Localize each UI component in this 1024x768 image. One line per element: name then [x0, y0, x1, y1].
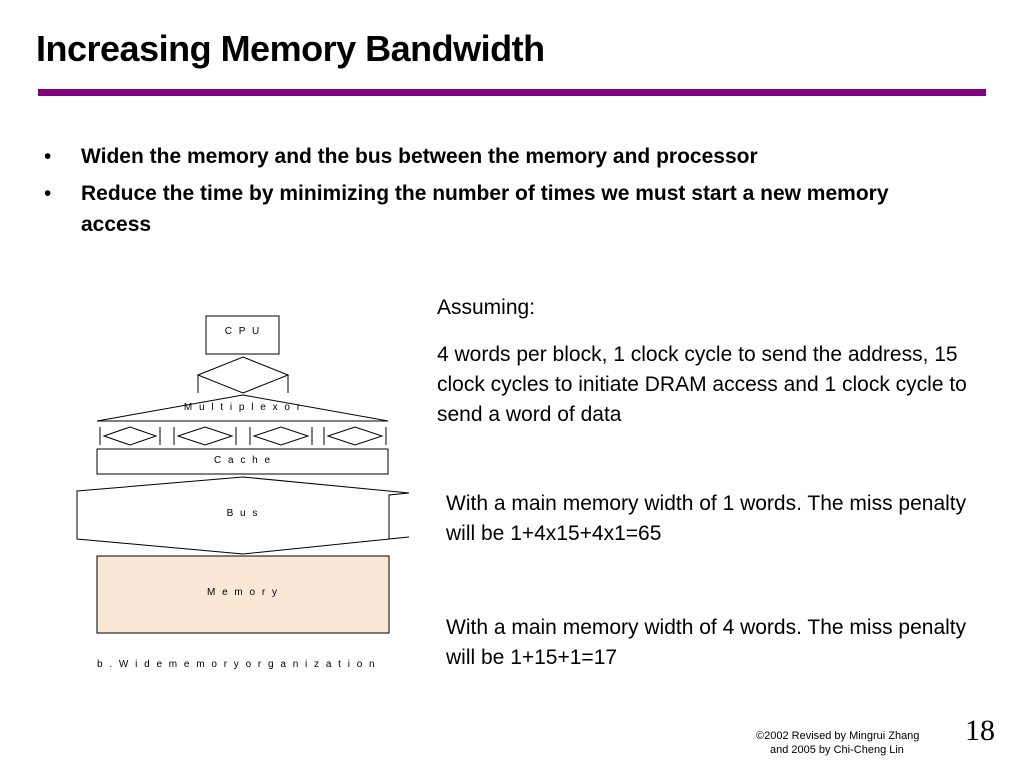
memory-label: M e m o r y [207, 587, 279, 598]
cpu-label: C P U [225, 326, 262, 337]
bullet-text: Widen the memory and the bus between the… [81, 145, 758, 168]
title-divider [38, 89, 986, 96]
cpu-box [205, 315, 280, 355]
bullet-list: • Widen the memory and the bus between t… [44, 141, 924, 246]
copyright-line: and 2005 by Chi-Cheng Lin [770, 744, 904, 756]
word-connector [102, 426, 158, 446]
bullet-text: Reduce the time by minimizing the number… [81, 182, 889, 236]
multiplexor-label: M u l t i p l e x o r [184, 402, 302, 413]
word-connector [326, 426, 384, 446]
bullet-item: • Widen the memory and the bus between t… [44, 141, 924, 172]
word-connector [252, 426, 310, 446]
page-number: 18 [965, 714, 995, 747]
multiplexor-shape [96, 394, 389, 422]
cpu-bus-connector [196, 356, 290, 394]
bus-shape [76, 476, 410, 555]
cache-box [96, 448, 389, 475]
bullet-marker: • [44, 145, 52, 168]
case-one-width-1: With a main memory width of 1 words. The… [446, 492, 967, 545]
word-connector [176, 426, 234, 446]
memory-box [96, 555, 390, 634]
slide-title: Increasing Memory Bandwidth [36, 28, 545, 69]
wide-memory-diagram: C P U M u l t i p l e x o r C a c h e B … [76, 315, 410, 670]
copyright-notice: ©2002 Revised by Mingrui Zhang and 2005 … [756, 729, 919, 757]
case-two-width-4: With a main memory width of 4 words. The… [446, 616, 967, 669]
assumptions-text: 4 words per block, 1 clock cycle to send… [437, 343, 967, 426]
bus-label: B u s [227, 508, 260, 519]
bullet-item: • Reduce the time by minimizing the numb… [44, 178, 924, 240]
assuming-label: Assuming: [437, 296, 536, 319]
copyright-line: ©2002 Revised by Mingrui Zhang [756, 730, 920, 742]
bullet-marker: • [44, 182, 52, 205]
cache-label: C a c h e [214, 455, 272, 466]
diagram-caption: b . W i d e m e m o r y o r g a n i z a … [97, 659, 377, 670]
cache-word-connectors [99, 426, 387, 446]
